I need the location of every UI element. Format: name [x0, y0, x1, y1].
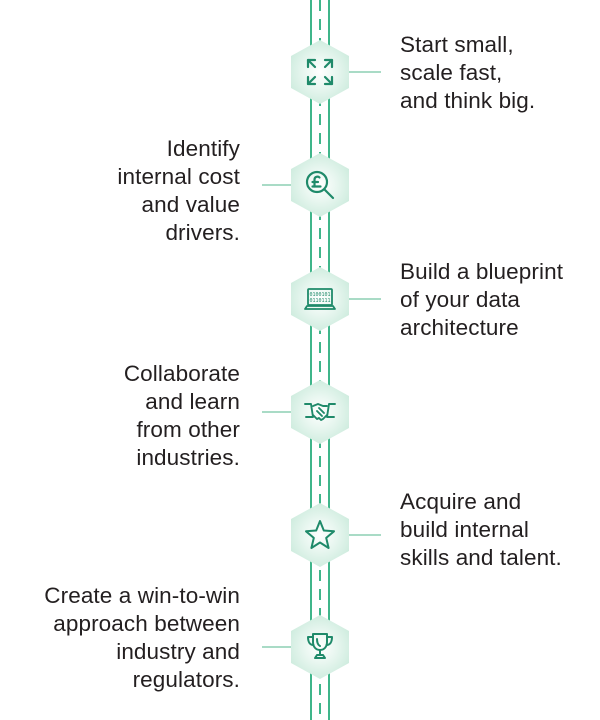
step-2-line-2: internal cost — [117, 164, 240, 189]
step-4-text: Collaborate and learn from other industr… — [30, 360, 240, 472]
step-6-line-4: regulators. — [132, 667, 240, 692]
step-3-line-1: Build a blueprint — [400, 259, 564, 284]
road-left-rail — [310, 0, 312, 720]
step-4-line-4: industries. — [136, 445, 240, 470]
binary-laptop-icon: 0100101 0110111 — [304, 288, 336, 310]
road-center-dashes — [319, 0, 321, 720]
trophy-icon — [307, 633, 333, 659]
step-4-line-1: Collaborate — [123, 361, 240, 386]
step-2-text: Identify internal cost and value drivers… — [30, 135, 240, 247]
connector-step-4 — [262, 411, 298, 413]
step-5-line-1: Acquire and — [400, 489, 522, 514]
connector-step-2 — [262, 184, 298, 186]
step-3-text: Build a blueprint of your data architect… — [400, 258, 600, 342]
pound-magnifier-icon — [305, 170, 335, 200]
connector-step-6 — [262, 646, 298, 648]
connector-step-5 — [345, 534, 381, 536]
step-5-line-2: build internal — [400, 517, 529, 542]
step-2-line-1: Identify — [166, 136, 240, 161]
step-6-line-3: industry and — [116, 639, 240, 664]
roadmap-road — [300, 0, 340, 720]
step-3-line-3: architecture — [400, 315, 519, 340]
step-3-line-2: of your data — [400, 287, 521, 312]
star-icon — [305, 520, 335, 549]
laptop-screen-line-1: 0100101 — [309, 292, 330, 298]
step-6-text: Create a win-to-win approach between ind… — [30, 582, 240, 694]
step-5-text: Acquire and build internal skills and ta… — [400, 488, 600, 572]
step-2-line-3: and value — [141, 192, 240, 217]
step-6-line-2: approach between — [53, 611, 240, 636]
step-5-node — [291, 503, 349, 567]
handshake-icon — [304, 403, 336, 421]
connector-step-1 — [345, 71, 381, 73]
step-2-line-4: drivers. — [165, 220, 240, 245]
step-6-node — [291, 615, 349, 679]
laptop-screen-line-2: 0110111 — [309, 298, 330, 304]
step-1-text: Start small, scale fast, and think big. — [400, 31, 600, 115]
step-6-line-1: Create a win-to-win — [44, 583, 240, 608]
step-1-line-3: and think big. — [400, 88, 536, 113]
step-4-line-3: from other — [136, 417, 240, 442]
connector-step-3 — [345, 298, 381, 300]
step-5-line-3: skills and talent. — [400, 545, 562, 570]
road-right-rail — [328, 0, 330, 720]
step-1-line-1: Start small, — [400, 32, 514, 57]
step-1-line-2: scale fast, — [400, 60, 503, 85]
expand-arrows-icon — [306, 58, 334, 86]
step-4-line-2: and learn — [145, 389, 240, 414]
